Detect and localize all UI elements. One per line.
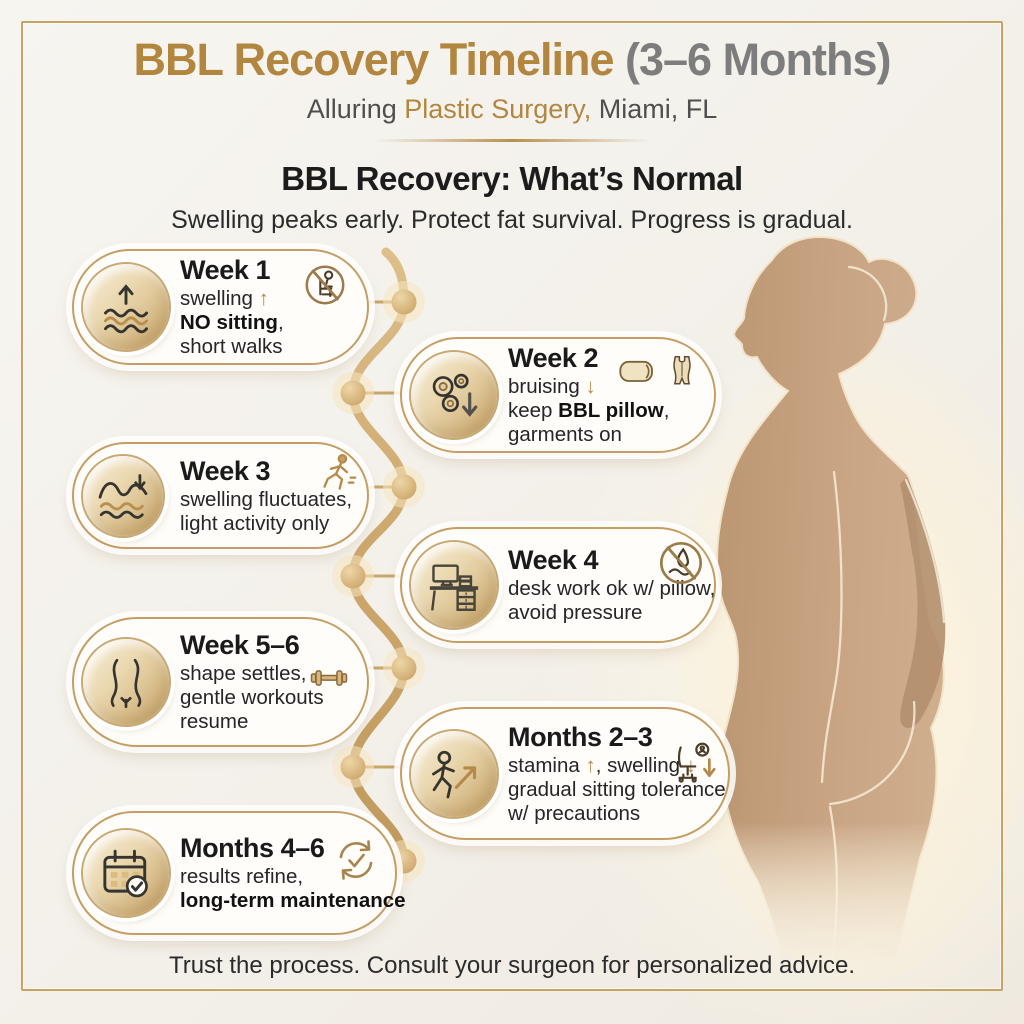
timeline-card-week-1: Week 1 swelling ↑NO sitting,short walks: [72, 249, 369, 365]
no-pressure-icon: [654, 536, 708, 590]
stage-content: Week 2 bruising ↓keep BBL pillow,garment…: [508, 343, 669, 447]
stage-title: Week 4: [508, 545, 599, 575]
sitting-tolerance-icon: [664, 741, 720, 793]
runner-icon: [314, 451, 358, 495]
stage-note-line: desk work ok w/ pillow,: [508, 577, 716, 600]
stage-icon-circle: [411, 730, 497, 817]
stage-icon-circle: [83, 455, 163, 536]
clinic-location: Miami, FL: [591, 94, 718, 124]
stage-note-line: shape settles,: [180, 662, 307, 685]
stage-content: Months 4–6 results refine,long-term main…: [180, 833, 406, 913]
dumbbell-icon: [304, 658, 354, 698]
stage-badges: [314, 451, 358, 495]
stage-note-line: short walks: [180, 335, 283, 358]
stage-title: Week 3: [180, 455, 271, 486]
stage-note-line: swelling ↑: [180, 287, 269, 310]
stage-title: Week 1: [180, 255, 271, 285]
section-heading: BBL Recovery: What’s Normal: [281, 160, 743, 197]
timeline-card-week-4: Week 4 desk work ok w/ pillow,avoid pres…: [400, 527, 716, 643]
stamina-up-icon: [425, 745, 483, 803]
stage-note-line: long-term maintenance: [180, 889, 406, 912]
stage-notes: bruising ↓keep BBL pillow,garments on: [508, 375, 669, 447]
stage-badges: [664, 741, 720, 793]
stage-note-line: light activity only: [180, 511, 330, 535]
stage-badges: [300, 260, 350, 310]
stage-note-line: NO sitting,: [180, 311, 284, 334]
page-title-gold: BBL Recovery Timeline: [133, 34, 614, 85]
stage-content: Week 4 desk work ok w/ pillow,avoid pres…: [508, 545, 715, 625]
stage-note-line: gradual sitting tolerance: [508, 777, 726, 801]
calendar-check-icon: [97, 844, 155, 902]
gold-divider: [374, 139, 650, 142]
stage-note-line: bruising ↓: [508, 375, 596, 398]
stage-icon-circle: [83, 830, 169, 916]
stage-notes: results refine,long-term maintenance: [180, 865, 406, 913]
stage-icon-circle: [411, 542, 497, 628]
body-shape-icon: [97, 653, 155, 711]
maintenance-cycle-icon: [332, 836, 380, 884]
stage-title: Week 5–6: [180, 630, 300, 660]
clinic-name-gold: Plastic Surgery,: [404, 94, 592, 124]
stage-note-line: stamina ↑, swelling ↓: [508, 753, 696, 777]
section-subheading: Swelling peaks early. Protect fat surviv…: [171, 206, 853, 234]
header: BBL Recovery Timeline (3–6 Months) Allur…: [0, 34, 1024, 142]
footer-note: Trust the process. Consult your surgeon …: [168, 952, 856, 979]
stage-title: Week 2: [508, 343, 599, 373]
stage-notes: desk work ok w/ pillow,avoid pressure: [508, 577, 715, 625]
stage-content: Week 3 swelling fluctuates,light activit…: [180, 456, 352, 536]
stage-note-line: garments on: [508, 423, 622, 446]
female-back-silhouette: [678, 236, 1024, 982]
stage-badges: [304, 658, 354, 698]
stage-note-line: keep BBL pillow,: [508, 399, 670, 422]
stage-note-line: gentle workouts: [180, 686, 324, 709]
page-title: BBL Recovery Timeline (3–6 Months): [0, 34, 1024, 86]
stage-note-line: w/ precautions: [508, 801, 641, 825]
stage-note-line: resume: [180, 710, 249, 733]
timeline-card-months-4-6: Months 4–6 results refine,long-term main…: [72, 811, 406, 935]
stage-icon-circle: [83, 264, 169, 350]
stage-badges: [617, 350, 700, 392]
clinic-name-prefix: Alluring: [306, 94, 405, 124]
desk-work-icon: [425, 556, 483, 614]
stage-title: Months 2–3: [508, 721, 653, 752]
swelling-fluctuates-icon: [94, 467, 152, 525]
stage-notes: swelling ↑NO sitting,short walks: [180, 287, 284, 359]
no-sitting-icon: [300, 260, 350, 310]
stage-notes: stamina ↑, swelling ↓gradual sitting tol…: [508, 754, 726, 826]
timeline-card-months-2-3: Months 2–3 stamina ↑, swelling ↓gradual …: [400, 707, 730, 840]
timeline-card-week-2: Week 2 bruising ↓keep BBL pillow,garment…: [400, 337, 716, 453]
bruising-down-icon: [425, 366, 483, 424]
intro-section: BBL Recovery: What’s Normal Swelling pea…: [0, 160, 1024, 235]
stage-notes: swelling fluctuates,light activity only: [180, 488, 352, 536]
timeline-card-week-3: Week 3 swelling fluctuates,light activit…: [72, 442, 369, 549]
bbl-pillow-icon: [617, 351, 657, 391]
compression-garment-icon: [664, 350, 700, 392]
stage-note-line: results refine,: [180, 865, 304, 888]
swelling-up-icon: [97, 278, 155, 336]
stage-note-line: avoid pressure: [508, 601, 643, 624]
clinic-subtitle: Alluring Plastic Surgery, Miami, FL: [0, 94, 1024, 125]
stage-badges: [654, 536, 708, 590]
stage-content: Months 2–3 stamina ↑, swelling ↓gradual …: [508, 722, 726, 826]
page-title-gray: (3–6 Months): [613, 34, 892, 85]
stage-note-line: swelling fluctuates,: [180, 487, 353, 511]
stage-title: Months 4–6: [180, 833, 325, 863]
stage-content: Week 1 swelling ↑NO sitting,short walks: [180, 255, 284, 359]
stage-icon-circle: [411, 352, 497, 438]
stage-icon-circle: [83, 639, 169, 725]
stage-badges: [332, 836, 380, 884]
